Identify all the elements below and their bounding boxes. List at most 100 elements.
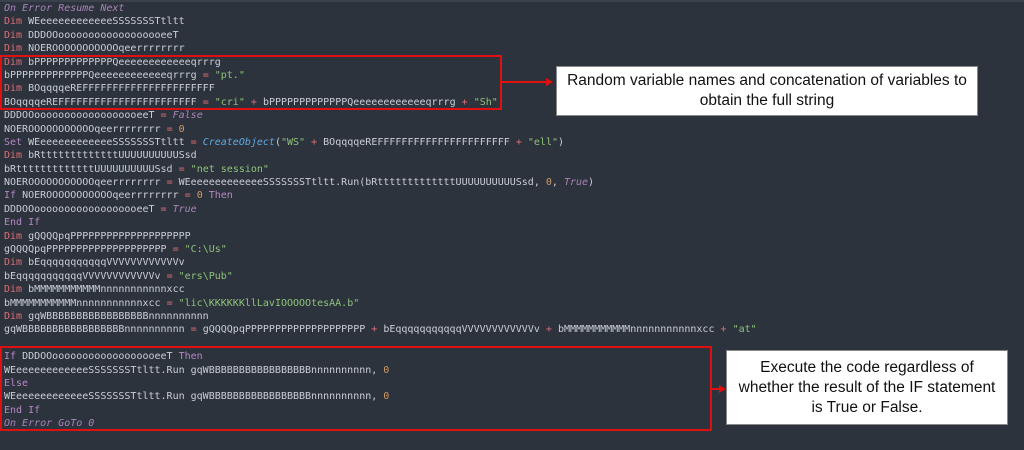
code-text: gQQQQpqPPPPPPPPPPPPPPPPPPPP	[196, 324, 372, 336]
code-text: ,	[551, 177, 564, 189]
string-literal: "pt."	[214, 69, 245, 81]
code-line: DDDOOoooooooooooooooooeeT = True	[4, 203, 757, 216]
number-literal: 0	[545, 177, 552, 189]
code-line: End If	[4, 404, 757, 417]
control-keyword: Then	[178, 351, 203, 363]
code-text: BOqqqqeREFFFFFFFFFFFFFFFFFFFFFF	[317, 136, 516, 148]
code-line: On Error Resume Next	[4, 2, 757, 15]
code-line: gqWBBBBBBBBBBBBBBBBBnnnnnnnnnn = gQQQQpq…	[4, 323, 757, 336]
keyword: Dim	[4, 310, 23, 322]
arrow-head-icon	[719, 385, 726, 393]
code-line: bRtttttttttttttUUUUUUUUUUSsd = "net sess…	[4, 163, 757, 176]
operator: +	[515, 136, 522, 148]
keyword: Dim	[4, 230, 23, 242]
operator: =	[202, 69, 209, 81]
code-line: Else	[4, 377, 757, 390]
code-text: gQQQQpqPPPPPPPPPPPPPPPPPPPP	[4, 244, 173, 256]
code-line: If DDDOOoooooooooooooooooeeT Then	[4, 350, 757, 363]
code-text: NOEROOOOOOOOOOOqeerrrrrrrr	[22, 43, 185, 55]
code-line: Dim gQQQQpqPPPPPPPPPPPPPPPPPPPP	[4, 230, 757, 243]
number-literal: 0	[383, 364, 390, 376]
string-literal: "WS"	[280, 136, 306, 148]
code-line: NOEROOOOOOOOOOOqeerrrrrrrr = WEeeeeeeeee…	[4, 176, 757, 189]
string-literal: "ell"	[527, 136, 558, 148]
code-line: Dim bMMMMMMMMMMMnnnnnnnnnnnxcc	[4, 283, 757, 296]
code-text: bMMMMMMMMMMMnnnnnnnnnnnxcc	[551, 324, 721, 336]
string-literal: "at"	[732, 324, 757, 336]
boolean-literal: True	[563, 177, 589, 189]
concat-annotation: Random variable names and concatenation …	[556, 66, 978, 116]
code-text: DDDOOoooooooooooooooooeeT	[22, 29, 179, 41]
boolean-literal: False	[172, 110, 203, 122]
operator: =	[166, 270, 173, 282]
code-line: gQQQQpqPPPPPPPPPPPPPPPPPPPP = "C:\Us"	[4, 243, 757, 256]
string-literal: "Sh"	[473, 96, 498, 108]
operator: =	[166, 297, 173, 309]
code-text: bRtttttttttttttUUUUUUUUUUSsd	[4, 163, 179, 175]
code-text: )	[558, 136, 565, 148]
string-literal: "ers\Pub"	[178, 270, 233, 282]
code-text: bEqqqqqqqqqqqVVVVVVVVVVVVv	[377, 324, 546, 336]
code-line: On Error GoTo 0	[4, 417, 757, 430]
operator: =	[190, 324, 197, 336]
operator: =	[178, 163, 185, 175]
code-line: WEeeeeeeeeeeeeSSSSSSSTtltt.Run gqWBBBBBB…	[4, 390, 757, 403]
control-keyword: End If	[4, 217, 41, 229]
operator: =	[184, 190, 191, 202]
code-text: bPPPPPPPPPPPPPQeeeeeeeeeeeeqrrrg	[22, 56, 221, 68]
code-text: NOEROOOOOOOOOOOqeerrrrrrrr	[4, 123, 167, 135]
code-text: gqWBBBBBBBBBBBBBBBBBnnnnnnnnnn	[22, 310, 209, 322]
arrow-head-icon	[546, 78, 553, 86]
code-text: bPPPPPPPPPPPPPQeeeeeeeeeeeeqrrrg	[256, 96, 462, 108]
code-line: Dim bEqqqqqqqqqqqVVVVVVVVVVVVv	[4, 256, 757, 269]
code-text: bRtttttttttttttUUUUUUUUUUSsd	[22, 150, 197, 162]
number-literal: 0	[178, 123, 185, 135]
string-literal: "lic\KKKKKKllLavIOOOOOtesAA.b"	[178, 297, 360, 309]
code-line: Dim bRtttttttttttttUUUUUUUUUUSsd	[4, 149, 757, 162]
code-line: If NOEROOOOOOOOOOOqeerrrrrrrr = 0 Then	[4, 189, 757, 202]
code-text: )	[588, 177, 595, 189]
code-text: NOEROOOOOOOOOOOqeerrrrrrrr	[4, 177, 167, 189]
function-name: CreateObject	[202, 136, 275, 148]
code-line: bPPPPPPPPPPPPPQeeeeeeeeeeeeqrrrg = "pt."	[4, 69, 757, 82]
code-line: Set WEeeeeeeeeeeeeSSSSSSSTtltt = CreateO…	[4, 136, 757, 149]
code-text: bEqqqqqqqqqqqVVVVVVVVVVVVv	[4, 270, 167, 282]
control-keyword: If	[4, 351, 17, 363]
operator: =	[166, 177, 173, 189]
string-literal: "cri"	[214, 96, 245, 108]
keyword: Dim	[4, 43, 23, 55]
keyword: Dim	[4, 56, 23, 68]
execute-annotation: Execute the code regardless of whether t…	[726, 350, 1008, 425]
statement: On Error Resume Next	[4, 3, 125, 14]
execute-highlight-box	[0, 346, 712, 431]
keyword: Dim	[4, 16, 23, 28]
code-line: DDDOOoooooooooooooooooeeT = False	[4, 109, 757, 122]
keyword: Dim	[4, 284, 23, 296]
control-keyword: If	[4, 190, 17, 202]
code-text: BOqqqqeREFFFFFFFFFFFFFFFFFFFFFFF	[4, 96, 203, 108]
code-line: bMMMMMMMMMMMnnnnnnnnnnnxcc = "lic\KKKKKK…	[4, 297, 757, 310]
operator: +	[461, 96, 468, 108]
control-keyword: Set	[4, 136, 23, 148]
keyword: Dim	[4, 257, 23, 269]
code-text: bEqqqqqqqqqqqVVVVVVVVVVVVv	[22, 257, 185, 269]
keyword: Dim	[4, 150, 23, 162]
code-text: BOqqqqeREFFFFFFFFFFFFFFFFFFFFFF	[22, 83, 215, 95]
concat-highlight-box	[0, 55, 502, 110]
control-keyword: Then	[208, 190, 233, 202]
operator: =	[160, 203, 167, 215]
code-text: gqWBBBBBBBBBBBBBBBBBnnnnnnnnnn	[4, 324, 191, 336]
keyword: Dim	[4, 83, 23, 95]
operator: +	[371, 324, 378, 336]
operator: =	[202, 96, 209, 108]
operator: +	[311, 136, 318, 148]
number-literal: 0	[196, 190, 203, 202]
operator: =	[172, 244, 179, 256]
concat-arrow	[502, 81, 546, 83]
code-text: gQQQQpqPPPPPPPPPPPPPPPPPPPP	[22, 230, 191, 242]
number-literal: 0	[383, 391, 390, 403]
code-line: End If	[4, 216, 757, 229]
execute-arrow	[712, 388, 720, 390]
string-literal: "C:\Us"	[184, 244, 227, 256]
